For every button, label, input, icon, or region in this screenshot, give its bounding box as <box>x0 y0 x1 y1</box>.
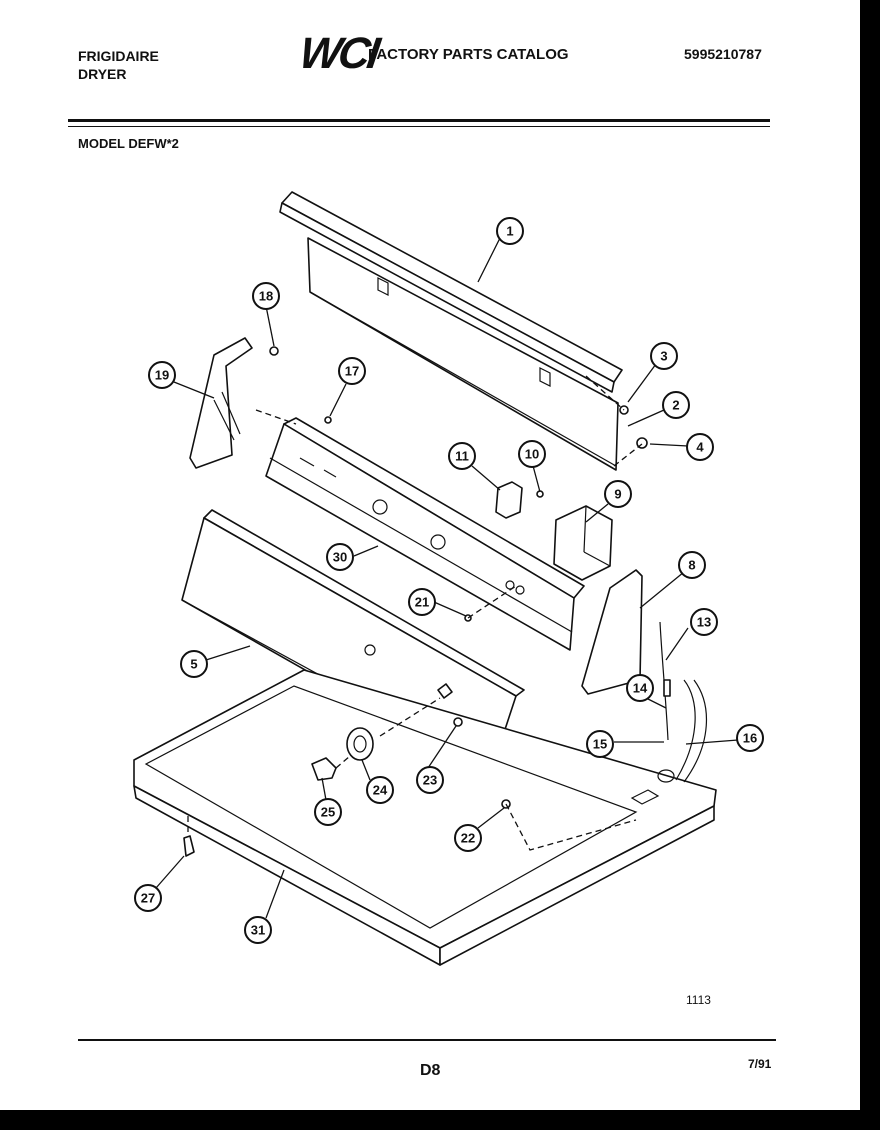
svg-text:24: 24 <box>373 783 388 798</box>
svg-text:31: 31 <box>251 923 265 938</box>
callout-21: 21 <box>408 588 436 616</box>
part-top-panel <box>133 669 717 966</box>
callout-19: 19 <box>148 361 176 389</box>
callout-30: 30 <box>326 543 354 571</box>
callout-15: 15 <box>586 730 614 758</box>
callout-17: 17 <box>338 357 366 385</box>
exploded-parts-diagram: 1 2 3 4 5 8 9 10 11 13 14 15 16 17 18 19… <box>133 191 764 966</box>
svg-text:16: 16 <box>743 731 757 746</box>
part-power-cord <box>657 621 708 783</box>
svg-text:1: 1 <box>506 224 513 239</box>
callout-24: 24 <box>366 776 394 804</box>
svg-text:27: 27 <box>141 891 155 906</box>
callout-22: 22 <box>454 824 482 852</box>
callout-4: 4 <box>686 433 714 461</box>
callout-8: 8 <box>678 551 706 579</box>
part-rear-panel <box>307 237 619 471</box>
part-switch <box>495 481 523 519</box>
product-type: DRYER <box>78 66 127 82</box>
svg-text:5: 5 <box>190 657 197 672</box>
svg-text:18: 18 <box>259 289 273 304</box>
revision-date: 7/91 <box>748 1057 772 1071</box>
svg-text:22: 22 <box>461 831 475 846</box>
callout-13: 13 <box>690 608 718 636</box>
callout-5: 5 <box>180 650 208 678</box>
catalog-title: FACTORY PARTS CATALOG <box>368 46 569 63</box>
callout-23: 23 <box>416 766 444 794</box>
catalog-part-number: 5995210787 <box>684 46 762 62</box>
svg-text:23: 23 <box>423 773 437 788</box>
svg-text:10: 10 <box>525 447 539 462</box>
svg-text:19: 19 <box>155 368 169 383</box>
callout-11: 11 <box>448 442 476 470</box>
callout-16: 16 <box>736 724 764 752</box>
callout-10: 10 <box>518 440 546 468</box>
svg-text:9: 9 <box>614 487 621 502</box>
model-number: MODEL DEFW*2 <box>78 136 179 151</box>
svg-text:15: 15 <box>593 737 607 752</box>
callout-3: 3 <box>650 342 678 370</box>
svg-text:2: 2 <box>672 398 679 413</box>
part-control-panel <box>265 417 585 651</box>
callout-1: 1 <box>496 217 524 245</box>
assembly-lines <box>187 375 643 851</box>
callout-2: 2 <box>662 391 690 419</box>
svg-text:4: 4 <box>696 440 704 455</box>
svg-text:21: 21 <box>415 595 429 610</box>
header-rule-thick <box>68 119 770 122</box>
svg-text:30: 30 <box>333 550 347 565</box>
leader-lines <box>155 237 739 919</box>
part-end-bracket <box>189 337 253 469</box>
callout-9: 9 <box>604 480 632 508</box>
svg-text:11: 11 <box>455 449 469 464</box>
svg-text:13: 13 <box>697 615 711 630</box>
page-number: D8 <box>420 1062 441 1079</box>
part-end-cap <box>581 569 643 695</box>
part-hardware <box>183 346 648 857</box>
brand-name: FRIGIDAIRE <box>78 48 159 64</box>
part-console-top-cover <box>279 191 623 393</box>
catalog-sheet: FRIGIDAIRE DRYER WCI FACTORY PARTS CATAL… <box>0 0 860 1110</box>
footer-rule <box>78 1039 776 1041</box>
svg-text:8: 8 <box>688 558 695 573</box>
svg-text:25: 25 <box>321 805 335 820</box>
callout-31: 31 <box>244 916 272 944</box>
header-rule-thin <box>68 126 770 127</box>
callout-25: 25 <box>314 798 342 826</box>
svg-text:14: 14 <box>633 681 648 696</box>
callout-18: 18 <box>252 282 280 310</box>
svg-text:3: 3 <box>660 349 667 364</box>
svg-text:17: 17 <box>345 364 359 379</box>
callout-27: 27 <box>134 884 162 912</box>
part-timer <box>553 505 613 581</box>
callout-14: 14 <box>626 674 654 702</box>
figure-number: 1113 <box>686 993 711 1007</box>
